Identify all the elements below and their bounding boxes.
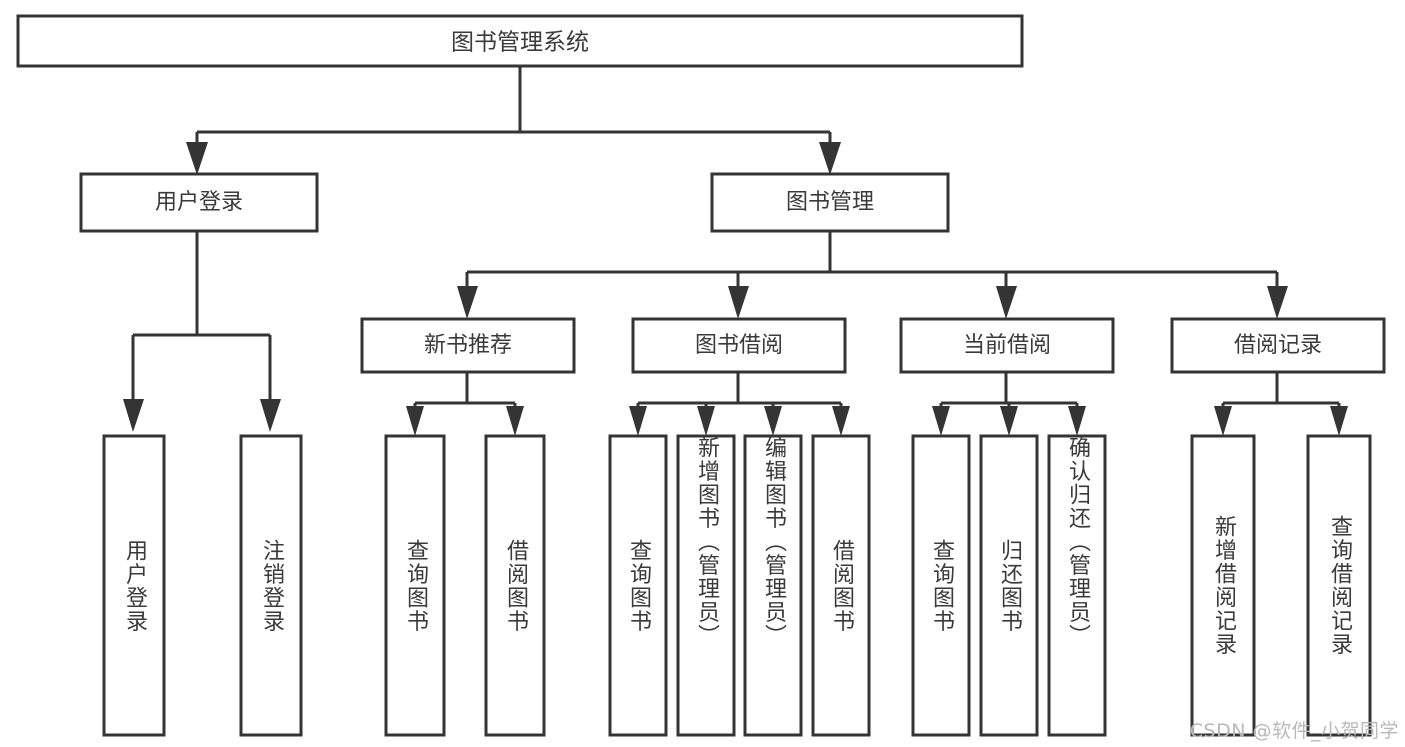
- arrow-bm-to-borrow-record-icon: [1267, 286, 1288, 319]
- node-leaf-return-book-box[interactable]: [979, 434, 1039, 737]
- arrow-bm-to-book-borrow-icon: [728, 286, 749, 319]
- watermark: CSDN @软件_小贺同学: [1189, 720, 1399, 742]
- node-root[interactable]: 图书管理系统: [16, 14, 1024, 68]
- arrow-cb-leaf-1-icon: [932, 406, 950, 436]
- node-user-login[interactable]: 用户登录: [79, 172, 319, 233]
- node-leaf-query-book-1-box[interactable]: [384, 434, 446, 737]
- node-user-login-box[interactable]: [79, 172, 319, 233]
- node-book-borrow-label: 图书借阅: [695, 333, 783, 358]
- node-book-management-box[interactable]: [710, 172, 950, 233]
- arrow-user-login-leaf-2-icon: [260, 399, 281, 432]
- node-leaf-query-record-box[interactable]: [1306, 434, 1372, 737]
- node-leaf-add-record-box[interactable]: [1190, 434, 1256, 737]
- arrow-bb-leaf-1-icon: [629, 406, 647, 436]
- arrow-bb-leaf-2-icon: [697, 406, 715, 436]
- node-leaf-query-book-2-box[interactable]: [608, 434, 668, 737]
- node-current-borrow-label: 当前借阅: [963, 333, 1051, 358]
- node-leaf-borrow-book-1-box[interactable]: [484, 434, 546, 737]
- arrow-br-leaf-1-icon: [1214, 406, 1232, 436]
- node-leaf-borrow-book-2-box[interactable]: [811, 434, 871, 737]
- node-new-book-recommend-box[interactable]: [360, 317, 576, 374]
- node-leaf-user-login-box[interactable]: [102, 434, 166, 737]
- node-leaf-add-book-box[interactable]: [676, 434, 736, 737]
- arrow-user-login-leaf-1-icon: [123, 399, 144, 432]
- node-leaf-edit-book-box[interactable]: [743, 434, 803, 737]
- arrow-root-to-user-login-icon: [186, 142, 208, 175]
- node-borrow-record[interactable]: 借阅记录: [1170, 317, 1386, 374]
- node-new-book-recommend-label: 新书推荐: [424, 333, 512, 358]
- arrow-new-book-leaf-1-icon: [406, 406, 424, 436]
- node-current-borrow-box[interactable]: [899, 317, 1115, 374]
- node-root-label: 图书管理系统: [451, 30, 589, 56]
- arrow-cb-leaf-2-icon: [1000, 406, 1018, 436]
- node-root-box[interactable]: [16, 14, 1024, 68]
- node-borrow-record-box[interactable]: [1170, 317, 1386, 374]
- node-leaf-logout-box[interactable]: [239, 434, 303, 737]
- arrow-bb-leaf-3-icon: [764, 406, 782, 436]
- node-new-book-recommend[interactable]: 新书推荐: [360, 317, 576, 374]
- arrow-cb-leaf-3-icon: [1068, 406, 1086, 436]
- node-book-management-label: 图书管理: [786, 190, 874, 215]
- arrow-root-to-book-management-icon: [819, 142, 841, 175]
- node-leaf-confirm-return-box[interactable]: [1047, 434, 1107, 737]
- node-leaf-query-book-3-box[interactable]: [911, 434, 971, 737]
- arrow-bm-to-current-borrow-icon: [996, 286, 1017, 319]
- arrow-bb-leaf-4-icon: [832, 406, 850, 436]
- node-book-management[interactable]: 图书管理: [710, 172, 950, 233]
- node-user-login-label: 用户登录: [155, 190, 243, 215]
- node-book-borrow-box[interactable]: [631, 317, 847, 374]
- nodes-layer: 图书管理系统 用户登录 图书管理 新书推荐 图书借阅: [16, 14, 1386, 737]
- arrow-br-leaf-2-icon: [1330, 406, 1348, 436]
- node-book-borrow[interactable]: 图书借阅: [631, 317, 847, 374]
- arrow-bm-to-new-book-icon: [457, 286, 478, 319]
- connectors-layer: [123, 66, 1348, 436]
- node-current-borrow[interactable]: 当前借阅: [899, 317, 1115, 374]
- arrow-new-book-leaf-2-icon: [506, 406, 524, 436]
- node-borrow-record-label: 借阅记录: [1234, 333, 1322, 358]
